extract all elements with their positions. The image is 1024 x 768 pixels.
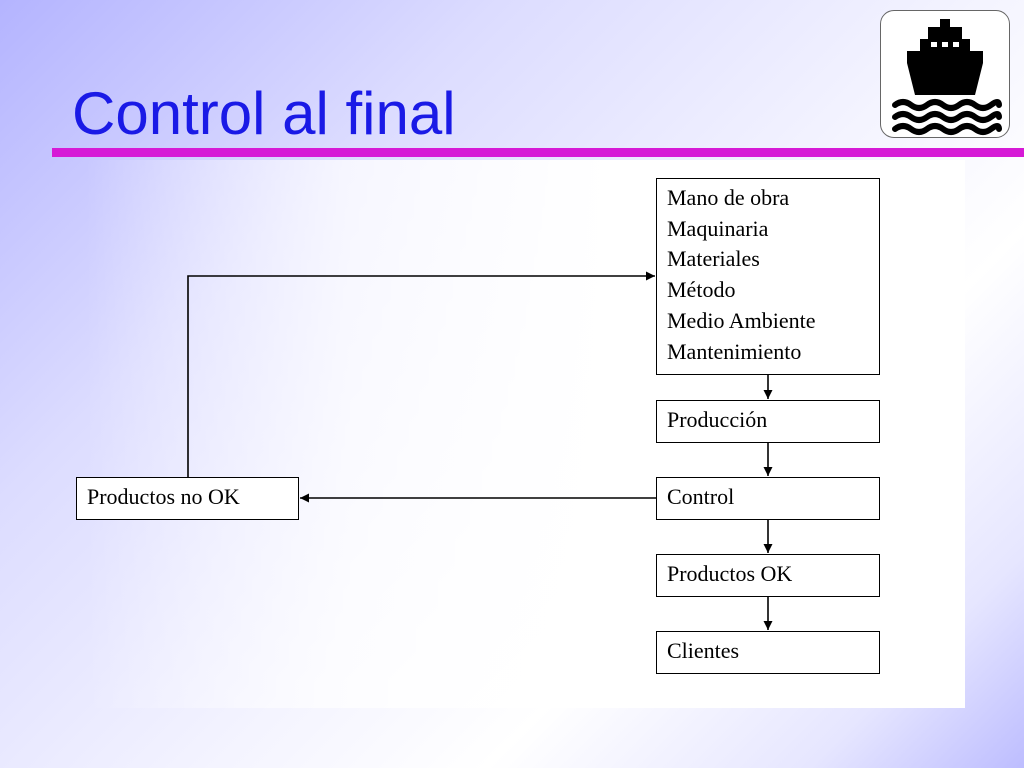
node-label: Productos OK xyxy=(667,561,793,586)
input-item: Mano de obra xyxy=(667,185,790,210)
ship-logo xyxy=(880,10,1010,138)
title-underline xyxy=(52,148,1024,157)
node-productos-ok: Productos OK xyxy=(656,554,880,597)
slide-title: Control al final xyxy=(72,80,456,147)
node-inputs: Mano de obra Maquinaria Materiales Métod… xyxy=(656,178,880,375)
edge-productos-no-ok-to-inputs xyxy=(187,271,655,477)
node-label: Clientes xyxy=(667,638,740,663)
node-clientes: Clientes xyxy=(656,631,880,674)
ship-icon xyxy=(892,19,1002,135)
input-item: Materiales xyxy=(667,246,760,272)
input-item: Mantenimiento xyxy=(667,338,802,364)
node-label: Producción xyxy=(667,407,768,432)
node-control: Control xyxy=(656,477,880,520)
input-item: Método xyxy=(667,277,736,303)
node-label: Control xyxy=(667,484,735,509)
node-label: Productos no OK xyxy=(87,484,240,509)
input-item: Maquinaria xyxy=(667,215,769,241)
node-produccion: Producción xyxy=(656,400,880,443)
input-item: Medio Ambiente xyxy=(667,307,816,333)
node-productos-no-ok: Productos no OK xyxy=(76,477,299,520)
